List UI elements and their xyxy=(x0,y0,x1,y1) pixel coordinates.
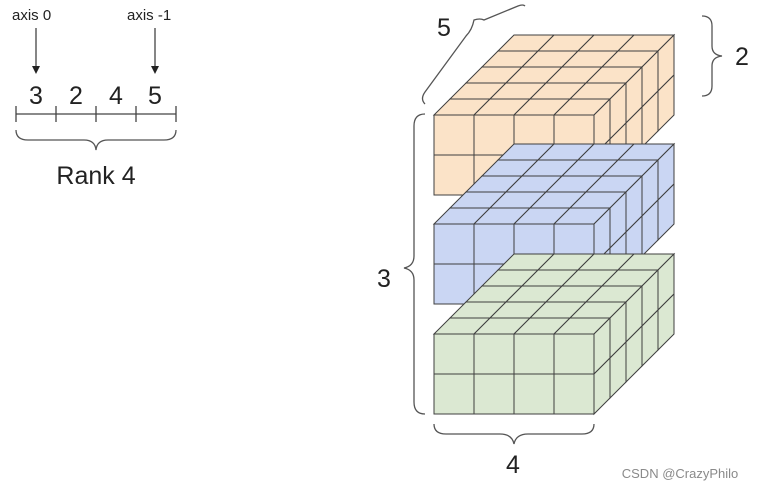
front-face-cell xyxy=(433,333,475,375)
shape-value-2: 4 xyxy=(109,82,123,110)
front-face-cell xyxy=(473,333,515,375)
shape-illustration: axis 0 axis -1 3 2 4 5 Rank 4 xyxy=(12,7,177,190)
rank-label: Rank 4 xyxy=(56,162,135,190)
shape-ruler xyxy=(15,106,177,122)
width-label: 4 xyxy=(506,451,520,479)
axis-0-label: axis 0 xyxy=(12,7,51,24)
stack-label: 3 xyxy=(377,265,391,293)
width-brace xyxy=(433,423,595,445)
front-face-cell xyxy=(513,333,555,375)
watermark: CSDN @CrazyPhilo xyxy=(622,466,739,481)
block-stack xyxy=(432,33,676,416)
front-face-cell xyxy=(553,373,595,415)
rank-brace xyxy=(15,129,177,151)
shape-value-1: 2 xyxy=(69,82,83,110)
front-face-cell xyxy=(433,223,475,265)
depth-label: 5 xyxy=(437,14,451,42)
front-face-cell xyxy=(473,223,515,265)
bottom-block xyxy=(432,252,676,416)
shape-value-0: 3 xyxy=(29,82,43,110)
front-face-cell xyxy=(473,373,515,415)
front-face-cell xyxy=(433,263,475,305)
shape-value-3: 5 xyxy=(148,82,162,110)
front-face-cell xyxy=(473,114,515,156)
front-face-cell xyxy=(433,154,475,196)
height-brace xyxy=(701,15,723,97)
front-face-cell xyxy=(553,333,595,375)
stack-brace xyxy=(403,113,426,415)
axis-neg1-label: axis -1 xyxy=(127,7,171,24)
depth-brace xyxy=(421,4,526,105)
front-face-cell xyxy=(513,373,555,415)
front-face-cell xyxy=(433,114,475,156)
height-label: 2 xyxy=(735,43,749,71)
front-face-cell xyxy=(433,373,475,415)
